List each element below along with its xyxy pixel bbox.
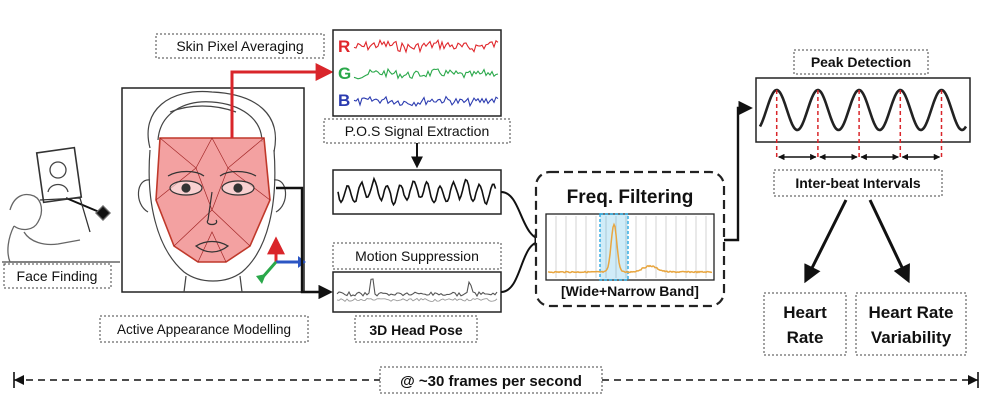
pose-to-filter-curve (500, 241, 541, 293)
ibi-box (773, 169, 943, 197)
hrv-label-line1: Heart Rate (868, 303, 953, 322)
blue-channel-trace (353, 95, 499, 108)
skin-to-rgb-arrow (230, 63, 334, 138)
peak-detection-label: Peak Detection (811, 54, 911, 70)
skin-pixel-averaging-box (155, 33, 325, 59)
face-features-icon (167, 170, 257, 253)
red-channel-trace (353, 38, 499, 54)
ibi-to-hrv-arrow (868, 199, 910, 284)
frame-rate-right-arrow (968, 375, 978, 385)
aam-box (99, 315, 309, 343)
motion-suppression-label: Motion Suppression (355, 248, 479, 264)
facial-landmark-mesh (155, 137, 271, 263)
peak-markers (775, 90, 943, 158)
face-finding-box (3, 263, 112, 289)
skin-pixel-averaging-label: Skin Pixel Averaging (176, 38, 303, 54)
frame-rate-box (379, 366, 603, 394)
freq-filtering-label: Freq. Filtering (567, 187, 694, 208)
ibi-to-hr-arrow (804, 199, 848, 284)
peak-panel (755, 77, 971, 143)
ibi-label: Inter-beat Intervals (795, 175, 920, 191)
hrv-box (855, 292, 967, 356)
frame-rate-label: @ ~30 frames per second (400, 373, 582, 390)
pose-axis-z-head (256, 274, 266, 284)
face-drawing-icon (137, 90, 287, 293)
head-pose-trace (336, 278, 498, 298)
filter-to-peak-arrow (724, 100, 753, 242)
channel-b-letter: B (338, 91, 350, 110)
frame-rate-left-arrow (14, 375, 24, 385)
face-finding-label: Face Finding (17, 268, 98, 284)
motion-suppression-box (332, 242, 502, 270)
peak-waveform (758, 88, 968, 132)
heart-rate-label-line1: Heart (783, 303, 827, 322)
heart-rate-label-line2: Rate (787, 328, 824, 347)
hrv-label-line2: Variability (871, 328, 952, 347)
pulse-signal-panel (332, 169, 502, 215)
channel-g-letter: G (338, 64, 351, 83)
wide-narrow-band-label: [Wide+Narrow Band] (561, 283, 699, 299)
channel-r-letter: R (338, 37, 350, 56)
head-pose-trace-secondary (336, 297, 498, 303)
head-pose-signal-panel (332, 271, 502, 313)
head-pose-box (354, 315, 478, 343)
pos-extraction-label: P.O.S Signal Extraction (345, 123, 489, 139)
face-to-headpose-arrow (276, 186, 333, 300)
heart-rate-box (763, 292, 847, 356)
green-channel-trace (353, 67, 499, 80)
pos-extraction-box (323, 118, 511, 144)
aam-label: Active Appearance Modelling (117, 322, 291, 337)
person-at-computer-icon (2, 146, 120, 263)
head-pose-label: 3D Head Pose (369, 322, 463, 338)
spectrum-panel (545, 213, 715, 281)
pulse-signal-trace (337, 176, 497, 207)
peak-detection-box (793, 49, 929, 75)
spectrum-trace (547, 222, 713, 274)
